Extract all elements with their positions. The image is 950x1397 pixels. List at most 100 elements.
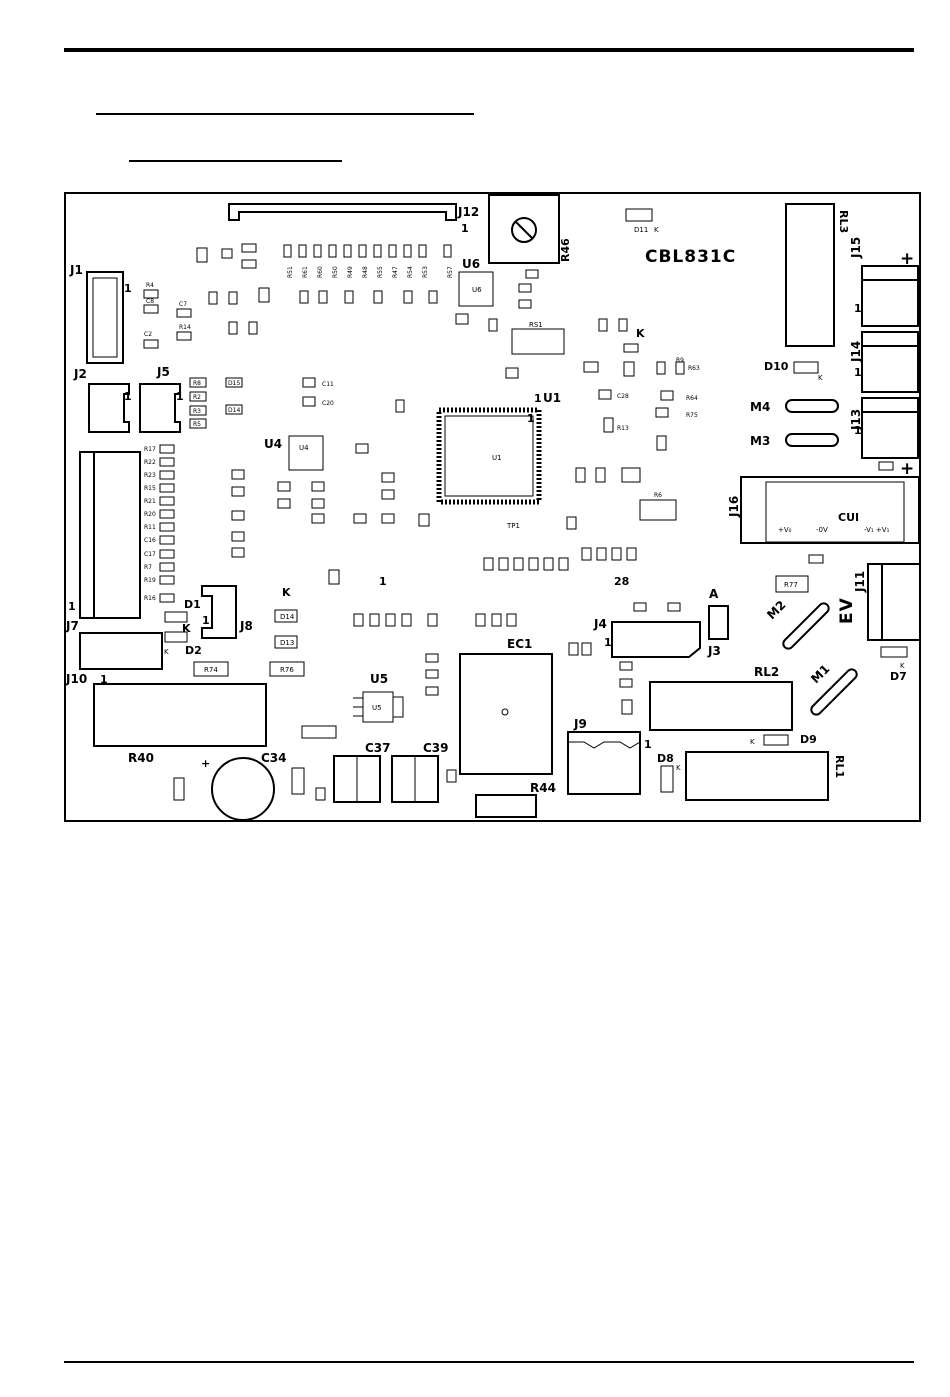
svg-text:D13: D13	[280, 639, 294, 647]
connector-j12	[228, 203, 457, 221]
mid-capacitor-row	[483, 516, 637, 571]
svg-text:U4: U4	[299, 444, 309, 452]
connector-j3	[708, 605, 729, 640]
svg-text:RS1: RS1	[529, 321, 543, 329]
label-r44: R44	[530, 781, 556, 795]
pin1-j7: 1	[68, 600, 76, 613]
pcb-layout-diagram: CBL831C J12 1 R46 D11 K RL3 R51 R61 R60 …	[64, 192, 921, 822]
label-rl1: RL1	[833, 755, 846, 778]
title-blank-line	[96, 113, 474, 115]
svg-text:R15: R15	[144, 485, 156, 492]
label-j15: J15	[849, 237, 863, 259]
j15-plus: +	[900, 249, 915, 269]
left-column-parts: R17 R22 R23 R15 R21 R20 R11 C16 C17 R7 R…	[144, 444, 175, 603]
svg-text:R5: R5	[193, 421, 201, 428]
label-u4: U4	[264, 437, 282, 451]
subtitle-blank-line	[129, 160, 342, 162]
label-j14: J14	[849, 341, 863, 363]
svg-text:R23: R23	[144, 472, 156, 479]
label-j5: J5	[156, 365, 170, 379]
diode-d13	[274, 635, 298, 649]
pin28-u1: 28	[614, 575, 629, 588]
potentiometer-r46	[488, 194, 560, 264]
diode-d6	[291, 767, 305, 795]
svg-text:R19: R19	[144, 577, 156, 584]
pin1-u1-inner: 1	[527, 412, 535, 425]
label-d7: D7	[890, 670, 907, 683]
mounting-m1	[810, 668, 858, 716]
label-c34: C34	[261, 751, 287, 765]
connector-j13	[861, 397, 919, 459]
svg-text:R7: R7	[144, 564, 152, 571]
diode-d1	[164, 611, 188, 623]
relay-rl3	[785, 203, 835, 347]
label-rl3: RL3	[837, 210, 850, 233]
connector-j4	[611, 621, 701, 658]
label-r46: R46	[559, 238, 572, 262]
pin1-j4: 1	[604, 636, 612, 649]
label-d9: D9	[800, 733, 817, 746]
resistor-rs1	[511, 328, 565, 355]
svg-text:R47: R47	[392, 266, 399, 278]
label-u5: U5	[370, 672, 388, 686]
label-c39: C39	[423, 741, 449, 755]
label-u6: U6	[462, 257, 480, 271]
c34-plus: +	[201, 757, 210, 770]
svg-text:R17: R17	[144, 446, 156, 453]
label-m4: M4	[750, 400, 770, 414]
connector-j7	[79, 451, 141, 619]
diode-d7	[880, 646, 908, 658]
svg-text:R50: R50	[332, 266, 339, 278]
svg-text:R74: R74	[204, 666, 218, 674]
ic-u4	[288, 435, 324, 471]
svg-text:R61: R61	[302, 266, 309, 278]
svg-text:R2: R2	[193, 394, 201, 401]
svg-text:R75: R75	[686, 412, 698, 419]
label-m3: M3	[750, 434, 770, 448]
svg-text:-V₁ +V₁: -V₁ +V₁	[864, 526, 890, 534]
svg-text:R53: R53	[422, 266, 429, 278]
diode-d14	[274, 609, 298, 623]
diode-d9	[763, 734, 789, 746]
label-j12: J12	[457, 205, 479, 219]
left-block-parts: R4 C8 C7 C2 R14 R8 R2 R3 R5 D15 D14	[143, 282, 243, 429]
label-j3-a: A	[709, 587, 719, 601]
svg-text:R55: R55	[377, 266, 384, 278]
svg-text:R9: R9	[676, 357, 684, 364]
svg-text:R16: R16	[144, 595, 156, 602]
connector-j1	[86, 271, 124, 364]
pin1-j5: 1	[176, 390, 184, 403]
svg-text:R76: R76	[280, 666, 294, 674]
connector-j9	[567, 731, 641, 795]
module-ec1	[459, 653, 553, 775]
resistor-r74	[193, 661, 229, 677]
pin1-j14: 1	[854, 366, 862, 379]
svg-text:R22: R22	[144, 459, 156, 466]
pin1-j12: 1	[461, 222, 469, 235]
label-ec1: EC1	[507, 637, 532, 651]
label-c37: C37	[365, 741, 391, 755]
svg-text:R60: R60	[317, 266, 324, 278]
label-d14-k: K	[282, 586, 291, 599]
svg-text:R64: R64	[686, 395, 698, 402]
label-u1: U1	[543, 391, 561, 405]
mounting-m3	[785, 433, 839, 447]
svg-text:R11: R11	[144, 524, 156, 531]
label-d11: D11	[634, 226, 648, 234]
diode-d5	[173, 777, 185, 801]
label-d1-k: K	[182, 622, 191, 635]
header-rule	[64, 48, 914, 52]
svg-text:C20: C20	[322, 400, 334, 407]
pin1-j8: 1	[202, 614, 210, 627]
right-region-parts	[575, 343, 685, 521]
diode-d2	[164, 631, 188, 643]
pin1-j2: 1	[124, 390, 132, 403]
svg-text:R21: R21	[144, 498, 156, 505]
mounting-m4	[785, 399, 839, 413]
svg-text:D14: D14	[280, 613, 295, 621]
label-j9: J9	[573, 717, 587, 731]
pin1-j15: 1	[854, 302, 862, 315]
label-r40: R40	[128, 751, 154, 765]
label-j8: J8	[239, 619, 253, 633]
pin1-j1: 1	[124, 282, 132, 295]
